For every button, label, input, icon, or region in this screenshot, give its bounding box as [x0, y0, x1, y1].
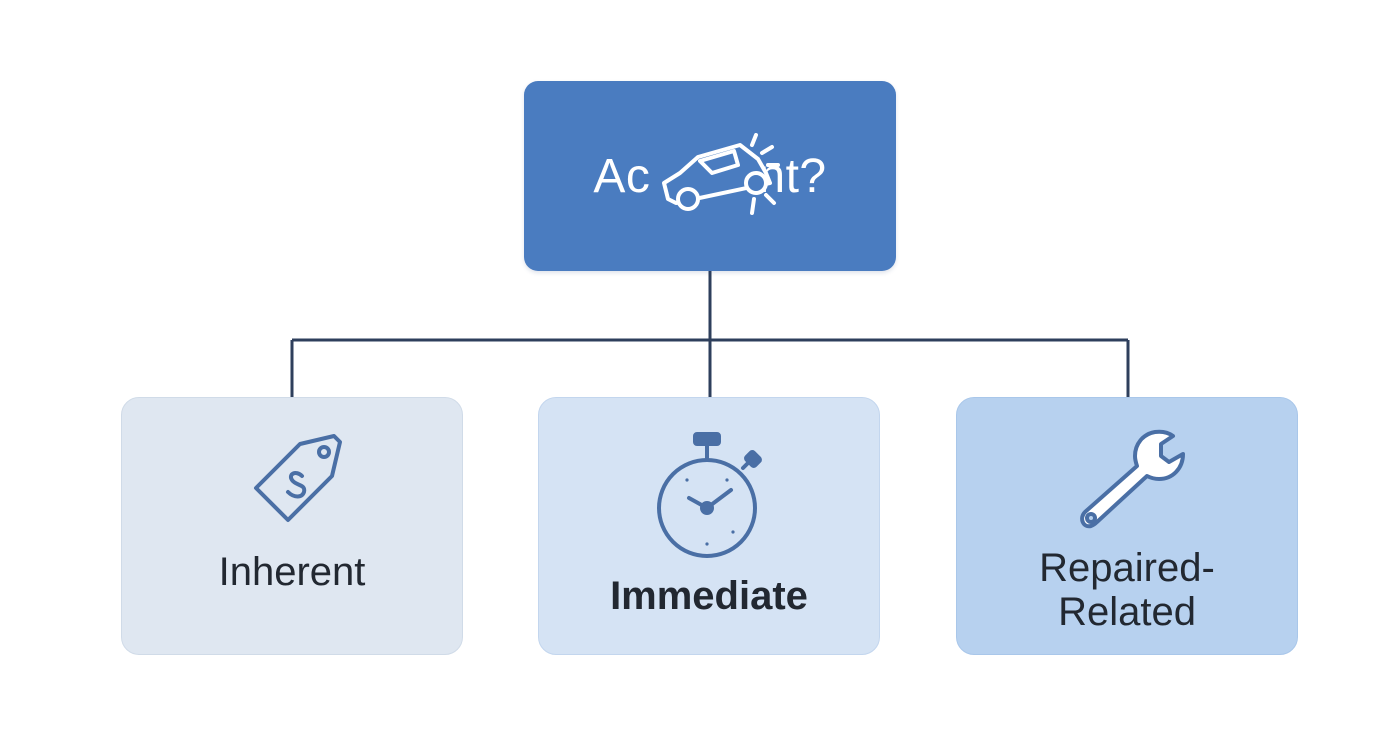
immediate-node: Immediate — [538, 397, 880, 655]
root-title-left: Ac — [593, 149, 651, 203]
stopwatch-icon — [657, 432, 762, 558]
inherent-node: Inherent — [121, 397, 463, 655]
repaired-related-node: Repaired- Related — [956, 397, 1298, 655]
price-tag-icon — [254, 434, 342, 522]
immediate-label: Immediate — [610, 574, 808, 618]
repaired-related-label: Repaired- Related — [1039, 546, 1215, 634]
root-title: Ac nt? — [524, 81, 896, 271]
wrench-icon — [1080, 429, 1185, 529]
accident-root-node: Ac nt? — [524, 81, 896, 271]
car-crash-icon — [662, 133, 780, 215]
root-title-right: nt? — [758, 149, 827, 203]
inherent-label: Inherent — [218, 550, 366, 594]
